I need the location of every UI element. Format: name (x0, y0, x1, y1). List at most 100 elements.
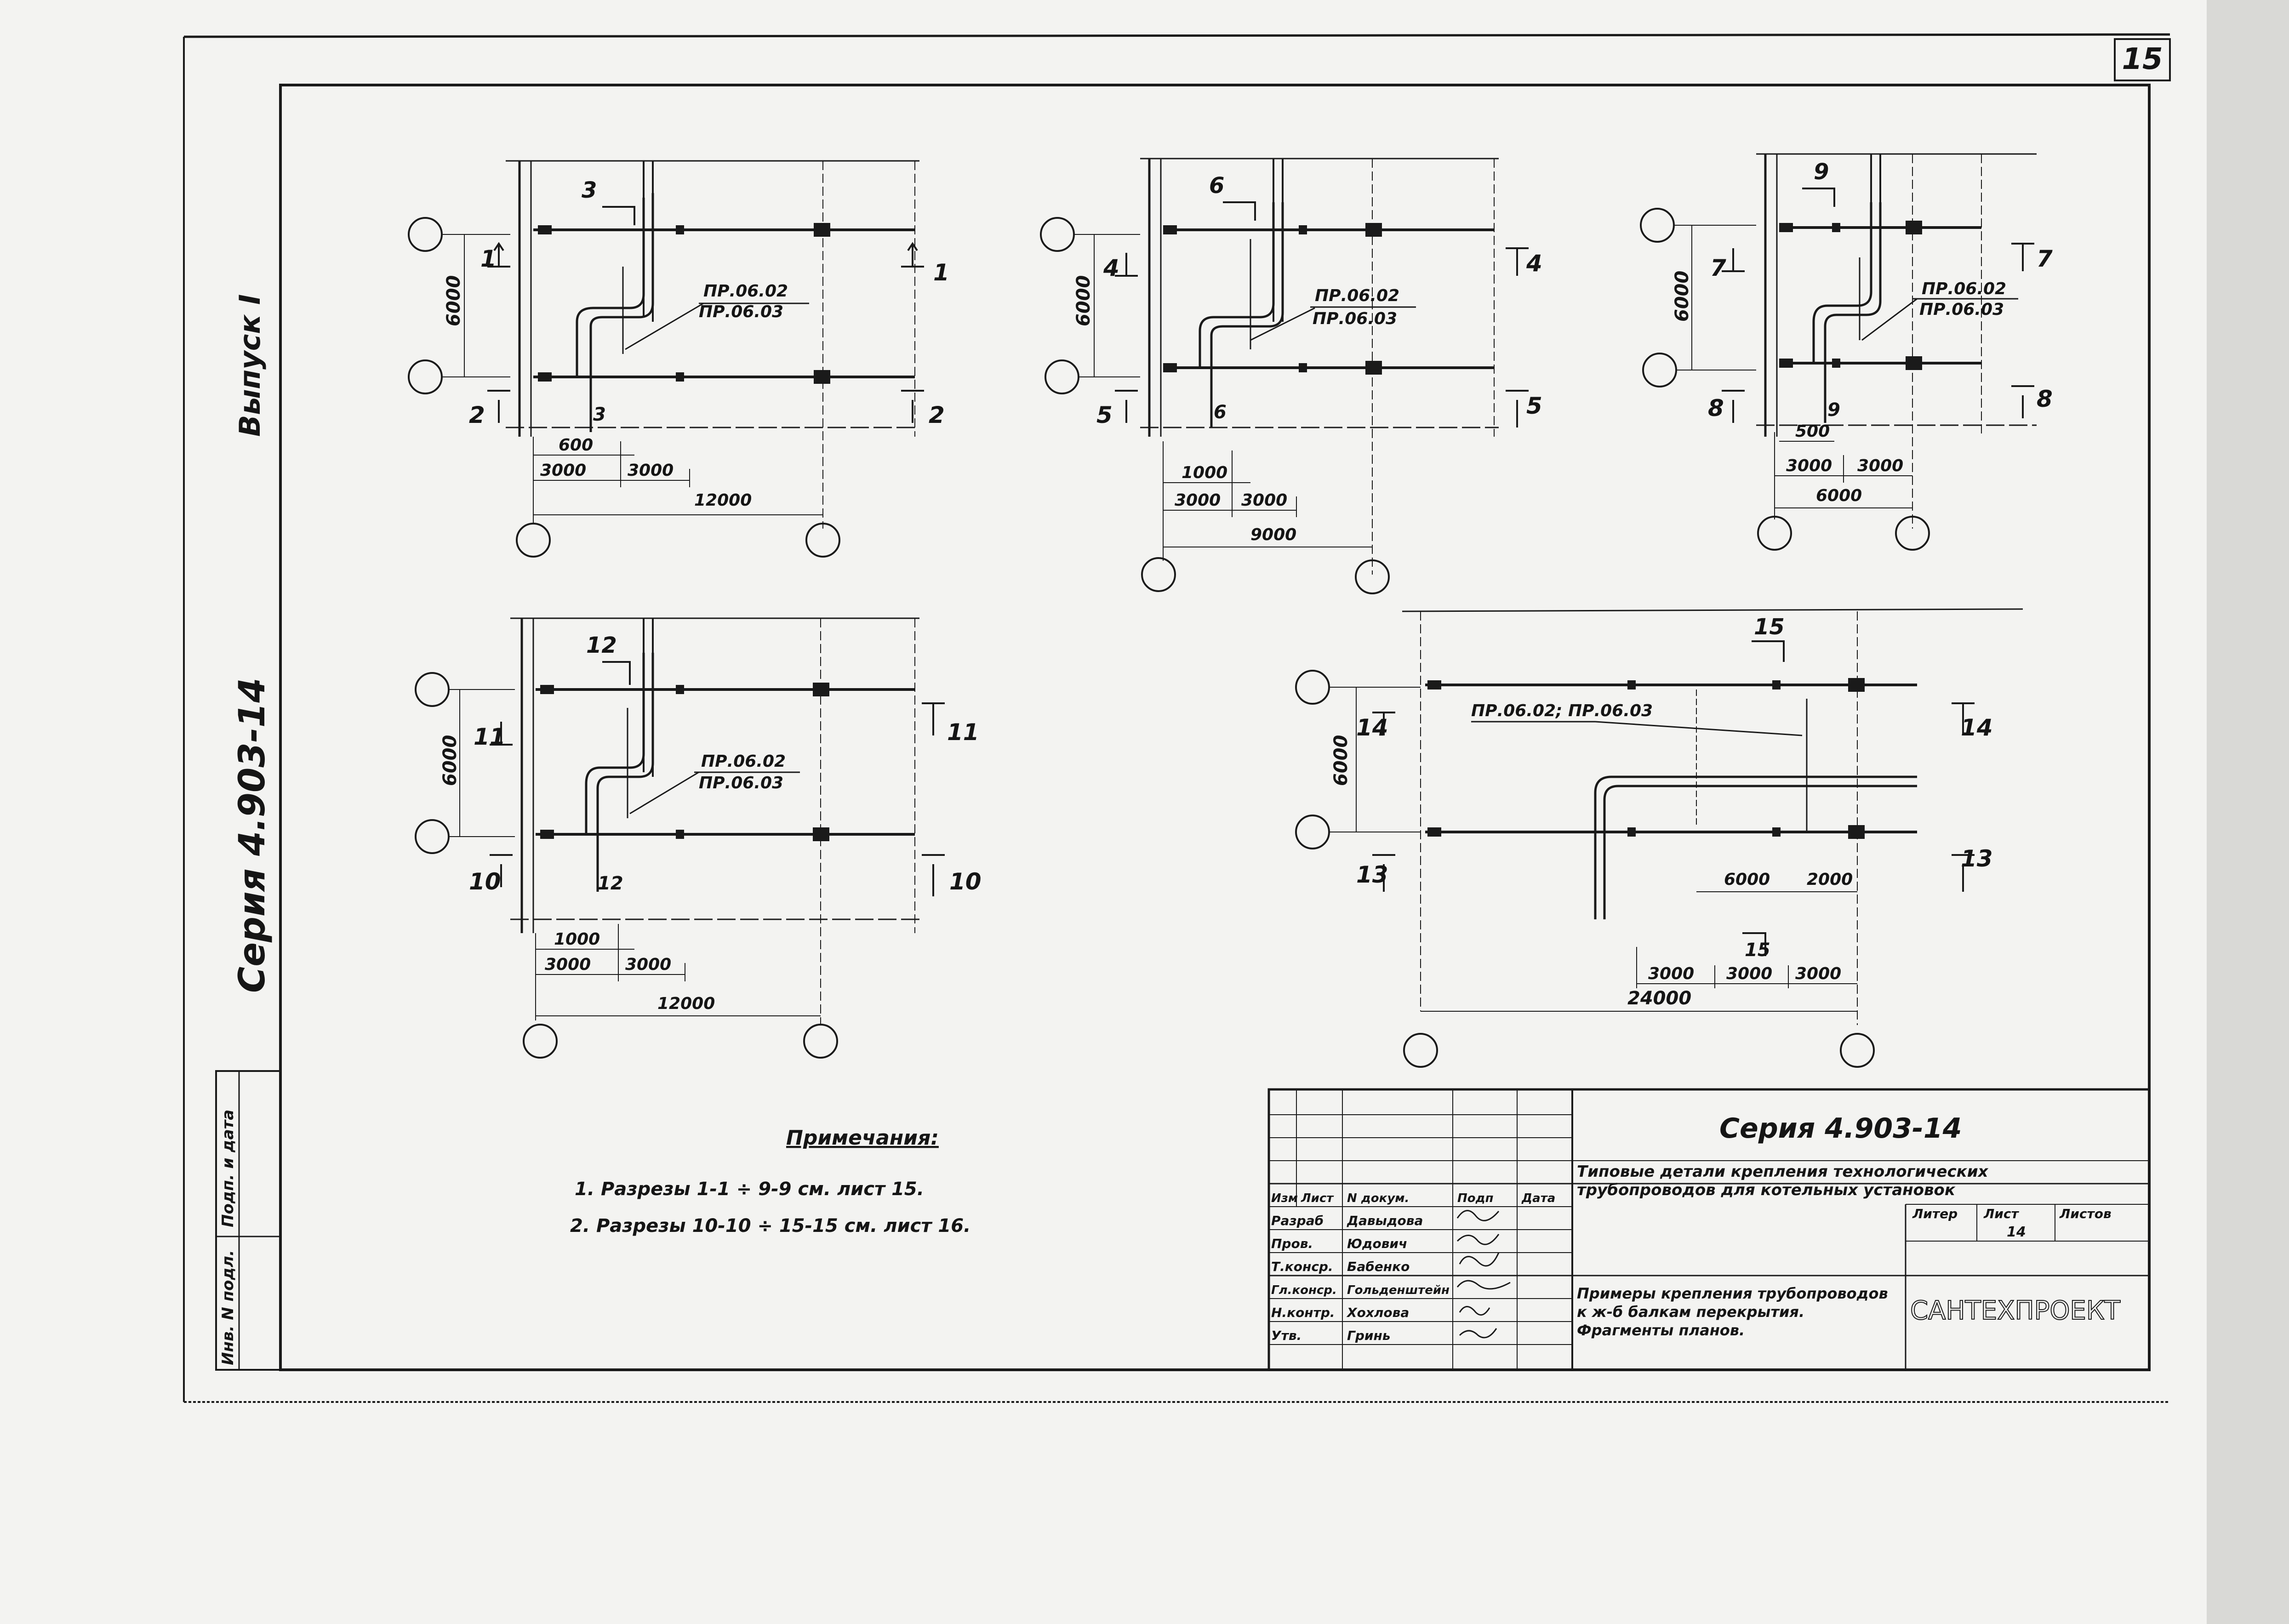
sheet-label: Лист (1983, 1206, 2019, 1221)
cut-label: 6 (1209, 173, 1224, 199)
dim-v: 6000 (1672, 271, 1693, 322)
signature-4 (1456, 1280, 1511, 1290)
cut-label: 1 (480, 245, 497, 272)
cut-label: 9 (1814, 159, 1829, 185)
dim-v: 6000 (1330, 735, 1352, 786)
role: Т.конср. (1271, 1259, 1333, 1274)
dim-label: 24000 (1627, 988, 1691, 1009)
issue-vertical: Выпуск I (233, 294, 267, 437)
dim-label: 3000 (1241, 491, 1287, 510)
notes: Примечания: 1. Разрезы 1-1 ÷ 9-9 см. лис… (570, 1126, 970, 1237)
ref-label: ПР.06.02 (701, 752, 786, 771)
ref-label: ПР.06.02 (1922, 279, 2006, 298)
cut-label: 9 (1827, 399, 1840, 421)
title-series: Серия 4.903-14 (1719, 1112, 1962, 1145)
name: Гольденштейн (1347, 1283, 1450, 1297)
cut-label: 4 (1103, 255, 1119, 281)
cut-label: 11 (474, 724, 506, 750)
dim-label: 2000 (1807, 870, 1853, 889)
drawing-title-2: к ж-б балкам перекрытия. (1577, 1303, 1804, 1321)
page-number: 15 (2122, 42, 2163, 76)
fragment-2: 6000 4 4 5 5 6 6 ПР.06.02 ПР.06.03 1000 … (1040, 158, 1542, 594)
cut-label: 12 (586, 633, 617, 658)
cut-label: 8 (2037, 386, 2053, 412)
cut-label: 1 (933, 259, 949, 286)
dim-label: 12000 (694, 491, 752, 510)
cut-label: 3 (593, 404, 606, 425)
header-sign: Подп (1457, 1191, 1494, 1205)
signature-1 (1456, 1210, 1500, 1221)
dim-label: 600 (559, 436, 593, 455)
stage-label: Литер (1912, 1206, 1958, 1221)
ref-label: ПР.06.03 (1313, 309, 1397, 328)
dim-label: 3000 (1786, 456, 1832, 475)
cut-label: 2 (929, 402, 945, 428)
role: Разраб (1271, 1213, 1324, 1228)
title-desc-1: Типовые детали крепления технологических (1577, 1162, 1989, 1181)
dim-label: 3000 (625, 955, 671, 974)
signature-2 (1456, 1234, 1500, 1245)
side-stamp-inv: Инв. N подл. (219, 1250, 237, 1365)
dim-label: 6000 (1816, 486, 1862, 505)
dim-label: 9000 (1250, 525, 1296, 544)
signature-3 (1459, 1252, 1500, 1267)
fragment-4: 6000 11 11 10 10 12 12 ПР.06.02 ПР.06.03… (415, 617, 982, 1059)
header-ndoc: N докум. (1347, 1191, 1409, 1205)
organization: САНТЕХПРОЕКТ (1910, 1296, 2121, 1326)
notes-title: Примечания: (786, 1126, 939, 1150)
drawing-title-3: Фрагменты планов. (1577, 1322, 1745, 1339)
dim-label: 3000 (1795, 964, 1841, 983)
dim-label: 3000 (1175, 491, 1221, 510)
ref-label: ПР.06.02; ПР.06.03 (1471, 701, 1653, 720)
dim-v: 6000 (440, 735, 461, 786)
dim-label: 500 (1795, 422, 1830, 441)
signature-6 (1459, 1328, 1497, 1339)
dim-label: 12000 (657, 994, 715, 1013)
dim-label: 3000 (1726, 964, 1772, 983)
drawing-title-1: Примеры крепления трубопроводов (1577, 1285, 1888, 1302)
dim-label: 3000 (1648, 964, 1694, 983)
cut-label: 7 (1710, 255, 1726, 281)
cut-label: 7 (2037, 245, 2053, 272)
dim-v: 6000 (443, 275, 464, 326)
fragment-3: 6000 7 7 8 8 9 9 ПР.06.02 ПР.06.03 500 3… (1640, 153, 2053, 551)
ref-label: ПР.06.03 (699, 302, 783, 321)
cut-label: 3 (582, 177, 597, 203)
cut-label: 12 (598, 873, 623, 894)
series-vertical: Серия 4.903-14 (232, 678, 273, 993)
inner-frame (279, 84, 2151, 1371)
cut-label: 5 (1526, 393, 1542, 419)
cut-label: 13 (1356, 861, 1388, 888)
cut-label: 4 (1526, 250, 1542, 277)
note-2: 2. Разрезы 10-10 ÷ 15-15 см. лист 16. (570, 1215, 970, 1237)
name: Бабенко (1347, 1259, 1410, 1274)
ref-label: ПР.06.02 (1315, 286, 1399, 305)
name: Юдович (1347, 1236, 1407, 1251)
cut-label: 14 (1356, 714, 1388, 741)
dim-v: 6000 (1073, 275, 1094, 326)
fragment-1: 6000 1 1 2 2 3 3 ПР.06.02 ПР.06.03 600 3… (408, 160, 949, 558)
role: Н.контр. (1271, 1305, 1335, 1320)
dim-label: 6000 (1724, 870, 1770, 889)
cut-label: 15 (1754, 614, 1785, 640)
ref-label: ПР.06.03 (1919, 300, 2004, 319)
dim-label: 3000 (1857, 456, 1903, 475)
dim-label: 3000 (540, 461, 586, 480)
fragment-5: 6000 14 14 13 13 15 15 ПР.06.02; ПР.06.0… (1295, 608, 2023, 1068)
sheets-label: Листов (2059, 1206, 2112, 1221)
scan-edge-shadow (2207, 0, 2289, 1624)
role: Гл.конср. (1271, 1283, 1337, 1297)
ref-label: ПР.06.03 (699, 774, 783, 792)
name: Давыдова (1347, 1213, 1423, 1228)
header-list: Лист (1301, 1191, 1334, 1205)
side-stamp (215, 1070, 281, 1371)
ref-label: ПР.06.02 (703, 282, 788, 301)
header-izm: Изм (1271, 1191, 1298, 1205)
cut-label: 15 (1745, 940, 1770, 961)
name: Хохлова (1346, 1305, 1409, 1320)
title-desc-2: трубопроводов для котельных установок (1577, 1181, 1956, 1199)
cut-label: 14 (1961, 714, 1993, 741)
dim-label: 3000 (628, 461, 674, 480)
header-date: Дата (1521, 1191, 1555, 1205)
dim-label: 1000 (554, 930, 600, 949)
